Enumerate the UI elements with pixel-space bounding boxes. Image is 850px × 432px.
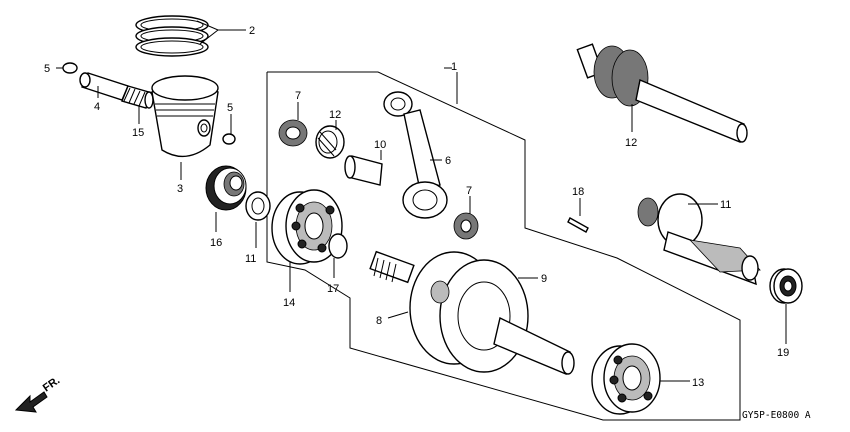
thrust-washer: [245, 191, 271, 221]
balancer-shaft: [637, 193, 761, 286]
callout-5-right: 5: [227, 102, 233, 114]
main-bearing-left: [271, 189, 343, 265]
main-bearing-right: [591, 343, 661, 415]
callout-1: 1: [451, 61, 457, 73]
callout-3: 3: [177, 183, 183, 195]
crankshaft: [369, 250, 575, 375]
washer-lower: [453, 212, 479, 240]
gear-shaft: [576, 43, 748, 143]
crank-pin-bearing: [315, 125, 345, 159]
woodruff-key: [567, 217, 589, 233]
leader-lines: [56, 20, 787, 382]
callout-4: 4: [94, 101, 100, 113]
callout-9: 9: [541, 273, 547, 285]
drawing-code: GY5P-E0800 A: [742, 410, 811, 421]
callout-20: 18: [572, 186, 584, 198]
pin-clip-left: [62, 62, 78, 74]
callout-7-upper: 7: [295, 90, 301, 102]
callout-15: 13: [692, 377, 704, 389]
callout-17: 15: [132, 127, 144, 139]
callout-10: 10: [374, 139, 386, 151]
assembly-boundary: [266, 71, 741, 421]
oil-seal: [205, 165, 247, 211]
connecting-rod: [383, 91, 448, 219]
piston-pin: [79, 72, 129, 101]
piston-rings: [135, 15, 209, 57]
piston: [151, 75, 219, 158]
callout-12: 12: [625, 137, 637, 149]
callout-8: 8: [376, 315, 382, 327]
callout-16: 14: [283, 297, 295, 309]
callout-18: 16: [210, 237, 222, 249]
callout-21: 19: [777, 347, 789, 359]
pin-clip-right: [222, 133, 236, 145]
front-arrow-icon: [14, 391, 48, 413]
callout-19: 17: [327, 283, 339, 295]
circlip: [328, 233, 348, 259]
callout-11: 11: [720, 199, 731, 211]
callout-13: 11: [245, 253, 256, 265]
callout-14: 12: [329, 109, 341, 121]
washer-upper: [278, 119, 308, 147]
callout-6: 6: [445, 155, 451, 167]
callout-7-lower: 7: [466, 185, 472, 197]
callout-5-left: 5: [44, 63, 50, 75]
callout-2: 2: [249, 25, 255, 37]
crank-pin: [344, 155, 383, 186]
small-end-bearing: [121, 85, 154, 109]
balancer-bearing: [769, 268, 803, 304]
